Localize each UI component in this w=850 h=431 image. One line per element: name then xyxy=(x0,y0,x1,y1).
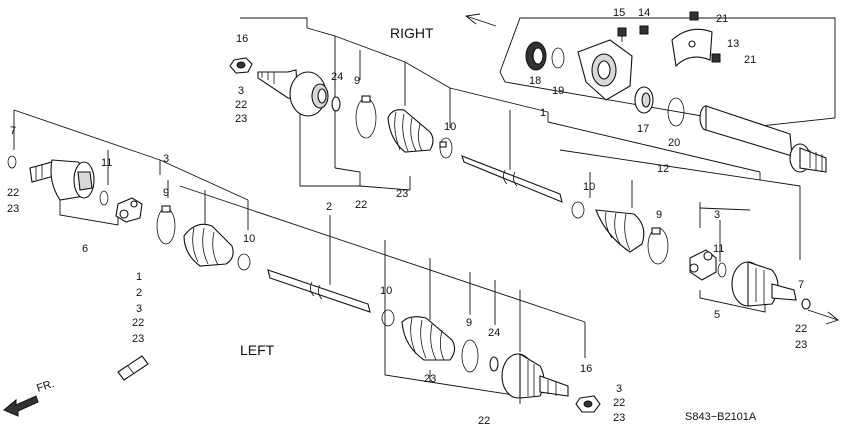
right-inner-boot xyxy=(595,209,645,253)
callout-22: 22 xyxy=(613,397,625,409)
callout-18: 18 xyxy=(529,75,541,87)
callout-19: 19 xyxy=(552,85,564,97)
right-boot-band-10 xyxy=(439,137,453,159)
right-outer-boot xyxy=(387,109,434,153)
callout-10: 10 xyxy=(583,181,595,193)
callout-11: 11 xyxy=(713,243,724,255)
callout-7: 7 xyxy=(798,279,804,291)
callout-14: 14 xyxy=(638,7,650,19)
left-outer-boot xyxy=(401,316,456,361)
callout-2: 2 xyxy=(136,287,142,299)
callout-3: 3 xyxy=(136,303,142,315)
callout-9: 9 xyxy=(354,75,360,87)
callout-3: 3 xyxy=(163,153,169,165)
bolts xyxy=(617,11,721,63)
intermediate-shaft xyxy=(699,105,827,173)
callout-22: 22 xyxy=(235,99,247,111)
callout-3: 3 xyxy=(616,383,622,395)
right-spider xyxy=(689,249,717,281)
right-boot-band-9 xyxy=(355,95,377,139)
callout-21: 21 xyxy=(716,13,728,25)
left-circlip-7 xyxy=(7,155,17,169)
callout-23: 23 xyxy=(7,203,19,215)
callout-5: 5 xyxy=(714,309,720,321)
callout-6: 6 xyxy=(82,243,88,255)
callout-9: 9 xyxy=(466,317,472,329)
diagram-code: S843−B2101A xyxy=(685,411,757,423)
callout-23: 23 xyxy=(132,333,144,345)
left-band-24 xyxy=(489,356,499,372)
right-outboard-joint xyxy=(257,69,329,117)
callout-16: 16 xyxy=(580,363,592,375)
right-lock-nut xyxy=(229,57,253,74)
callout-17: 17 xyxy=(637,123,649,135)
callout-22: 22 xyxy=(355,199,367,211)
callout-1: 1 xyxy=(540,107,546,119)
left-shaft xyxy=(267,269,371,313)
left-circlip-11 xyxy=(99,190,109,206)
left-outer-band-9 xyxy=(461,339,479,373)
callout-9: 9 xyxy=(656,209,662,221)
left-spider xyxy=(115,197,143,223)
callout-3: 3 xyxy=(714,209,720,221)
circlip-19 xyxy=(551,47,565,69)
callout-24: 24 xyxy=(488,327,500,339)
bearing-support xyxy=(577,39,633,101)
callout-16: 16 xyxy=(236,33,248,45)
callout-7: 7 xyxy=(10,125,16,137)
callout-10: 10 xyxy=(243,233,255,245)
callout-23: 23 xyxy=(235,113,247,125)
direction-arrow-icon xyxy=(464,13,839,325)
right-circlip-11 xyxy=(717,262,727,278)
bearing-cap-13 xyxy=(671,28,713,68)
callout-3: 3 xyxy=(238,85,244,97)
right-side-label: RIGHT xyxy=(390,25,434,41)
left-lock-nut xyxy=(575,395,601,413)
right-inboard-joint xyxy=(731,261,811,310)
callout-23: 23 xyxy=(795,339,807,351)
left-outboard-joint xyxy=(501,353,569,399)
front-arrow-icon xyxy=(3,395,39,417)
callout-9: 9 xyxy=(163,187,169,199)
callout-22: 22 xyxy=(7,187,19,199)
right-boot-band-24 xyxy=(331,96,341,112)
callout-22: 22 xyxy=(478,415,490,427)
callout-22: 22 xyxy=(795,323,807,335)
left-inner-boot xyxy=(183,223,234,267)
callout-23: 23 xyxy=(424,373,436,385)
left-side-label: LEFT xyxy=(240,342,275,358)
grease-tube xyxy=(117,355,149,381)
callout-12: 12 xyxy=(657,163,669,175)
callout-20: 20 xyxy=(668,137,680,149)
right-shaft xyxy=(461,155,563,203)
callout-23: 23 xyxy=(613,412,625,424)
callout-1: 1 xyxy=(136,271,142,283)
left-inner-band-9 xyxy=(156,205,176,245)
callout-24: 24 xyxy=(331,71,343,83)
callout-10: 10 xyxy=(444,121,456,133)
front-label: FR. xyxy=(35,378,56,395)
bearing-17 xyxy=(634,86,654,114)
right-inner-band-9 xyxy=(647,227,669,265)
callout-15: 15 xyxy=(613,7,625,19)
callout-2: 2 xyxy=(326,201,332,213)
left-outer-band-10 xyxy=(381,309,395,327)
callout-23: 23 xyxy=(396,188,408,200)
seal-18 xyxy=(525,41,547,71)
circlip-20 xyxy=(667,97,685,127)
callout-21: 21 xyxy=(744,54,756,66)
leader-lines xyxy=(13,17,836,404)
callout-11: 11 xyxy=(101,157,112,169)
callout-13: 13 xyxy=(727,38,739,50)
callout-10: 10 xyxy=(380,285,392,297)
left-inner-band-10 xyxy=(237,253,251,271)
right-inner-band-10 xyxy=(571,201,585,219)
callout-22: 22 xyxy=(132,317,144,329)
left-inboard-joint xyxy=(29,159,95,201)
